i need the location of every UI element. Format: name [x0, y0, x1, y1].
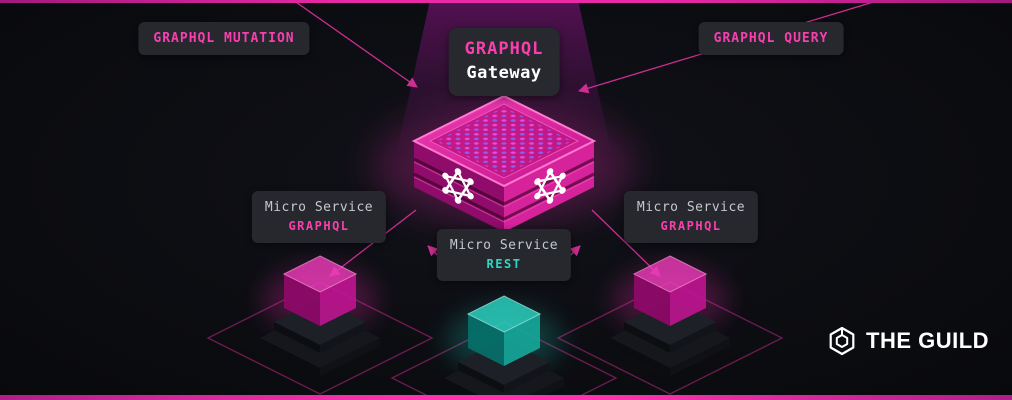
microservice-cube-right: [610, 255, 730, 376]
slab-grooves: [413, 157, 595, 221]
service-title: Micro Service: [449, 238, 559, 253]
service-title: Micro Service: [636, 200, 746, 215]
top-accent-strip: [0, 0, 1012, 3]
mutation-inflow-arrow: [292, 0, 418, 88]
service-protocol: GRAPHQL: [660, 218, 722, 233]
graphql-mutation-label: GRAPHQL MUTATION: [138, 22, 310, 55]
service-protocol: REST: [486, 256, 522, 271]
graphql-gateway-label: GRAPHQL Gateway: [448, 28, 560, 96]
graphql-query-label: GRAPHQL QUERY: [698, 22, 844, 55]
platform: [610, 299, 730, 376]
guild-hexagon-icon: [829, 326, 855, 356]
gateway-to-right-service-arrow: [591, 209, 661, 277]
gateway-cube: [411, 94, 597, 232]
graphql-logo-icon: [534, 168, 566, 204]
graphql-query-text: GRAPHQL QUERY: [713, 31, 829, 46]
graphql-mutation-text: GRAPHQL MUTATION: [153, 31, 295, 46]
cube: [282, 255, 358, 326]
the-guild-brand: THE GUILD: [827, 326, 989, 356]
graphql-logo-icon: [442, 168, 474, 204]
service-protocol: GRAPHQL: [288, 218, 350, 233]
microservice-label-right: Micro Service GRAPHQL: [623, 191, 759, 244]
cube: [466, 295, 542, 366]
microservice-label-left: Micro Service GRAPHQL: [251, 191, 387, 244]
microservice-cube-center: [444, 295, 564, 400]
bottom-accent-strip: [0, 395, 1012, 400]
microservice-label-center: Micro Service REST: [436, 229, 572, 282]
gateway-title-line1: GRAPHQL: [464, 39, 544, 59]
service-title: Micro Service: [264, 200, 374, 215]
microservice-cube-left: [260, 255, 380, 376]
brand-name: THE GUILD: [866, 328, 990, 353]
gateway-title-line2: Gateway: [466, 62, 542, 83]
cube: [632, 255, 708, 326]
